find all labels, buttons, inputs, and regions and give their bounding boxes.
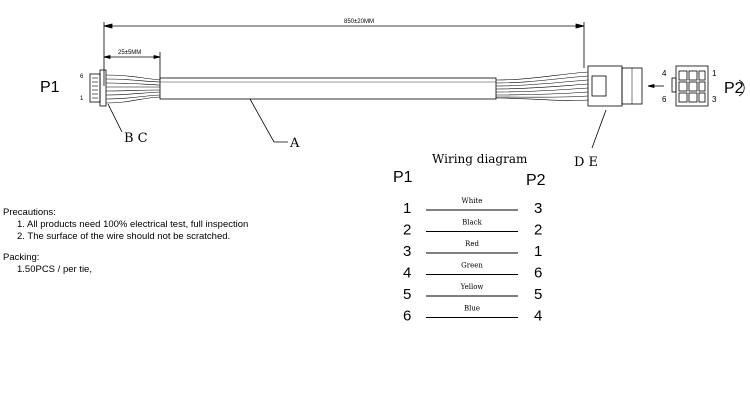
- precaution-item: 2. The surface of the wire should not be…: [17, 231, 231, 242]
- overall-dimension-label: 850±20MM: [344, 19, 374, 25]
- overall-dimension-arrow-left: [103, 23, 113, 29]
- wire-color-label: Green: [461, 262, 483, 270]
- precautions-heading: Precautions:: [3, 207, 56, 218]
- precaution-item: 1. All products need 100% electrical tes…: [17, 219, 249, 230]
- p1-wire-fan: [105, 74, 161, 104]
- p2-wire-fan: [495, 71, 589, 101]
- p2-label-bracket: [738, 79, 745, 97]
- wiring-p1-header: P1: [393, 169, 413, 186]
- wiring-p2-pin: 3: [534, 200, 542, 217]
- p2-pin-4-label: 4: [662, 69, 667, 78]
- p2-pin-3-label: 3: [712, 95, 717, 104]
- wiring-p1-pin: 5: [403, 286, 411, 303]
- wiring-p2-header: P2: [526, 172, 546, 189]
- leader-de: [591, 109, 607, 149]
- leader-bc: [107, 103, 123, 133]
- wire-color-label: White: [462, 197, 483, 205]
- p2-end-label: P2: [724, 80, 744, 97]
- wiring-p1-pin: 1: [403, 200, 411, 217]
- packing-heading: Packing:: [3, 252, 40, 263]
- wiring-p1-pin: 4: [403, 265, 411, 282]
- wire-color-label: Blue: [464, 305, 480, 313]
- p2-pin-1-label: 1: [712, 69, 717, 78]
- p1-connector-body: [99, 69, 107, 107]
- callout-de: D E: [574, 155, 598, 170]
- wire-color-label: Red: [465, 240, 479, 248]
- p1-connector-pins: [92, 77, 98, 99]
- p2-connector-front-view: [671, 65, 709, 107]
- leader-a: [249, 98, 288, 143]
- callout-bc: B C: [124, 131, 148, 146]
- wiring-p1-pin: 2: [403, 222, 411, 239]
- wiring-diagram-title: Wiring diagram: [432, 152, 528, 166]
- overall-dimension-arrow-right: [575, 23, 585, 29]
- precautions-section: Precautions: 1. All products need 100% e…: [3, 207, 248, 243]
- p2-connector-latch: [591, 75, 607, 97]
- wiring-p2-pin: 4: [534, 308, 542, 325]
- wiring-p2-pin: 1: [534, 243, 542, 260]
- p1-pin-top-label: 6: [80, 74, 84, 80]
- p2-pin-6-label: 6: [662, 95, 667, 104]
- wiring-lines: [426, 209, 518, 318]
- wiring-p2-pin: 6: [534, 265, 542, 282]
- strip-dimension-arrow-right: [153, 54, 161, 60]
- wiring-p1-pin: 6: [403, 308, 411, 325]
- wire-color-label: Yellow: [460, 283, 484, 291]
- p1-pin-bottom-label: 1: [80, 96, 84, 102]
- wiring-p2-pin: 5: [534, 286, 542, 303]
- wiring-p2-pin: 2: [534, 222, 542, 239]
- p1-end-label: P1: [40, 79, 60, 96]
- cable-sleeve: [159, 77, 497, 100]
- wire-color-label: Black: [462, 219, 482, 227]
- packing-item: 1.50PCS / per tie,: [17, 264, 92, 275]
- packing-section: Packing: 1.50PCS / per tie,: [3, 252, 92, 276]
- wiring-p1-pin: 3: [403, 243, 411, 260]
- p2-connector-rear: [587, 65, 623, 107]
- strip-dimension-label: 25±5MM: [118, 50, 141, 56]
- callout-a: A: [289, 136, 300, 151]
- strip-dimension-arrow-left: [103, 54, 111, 60]
